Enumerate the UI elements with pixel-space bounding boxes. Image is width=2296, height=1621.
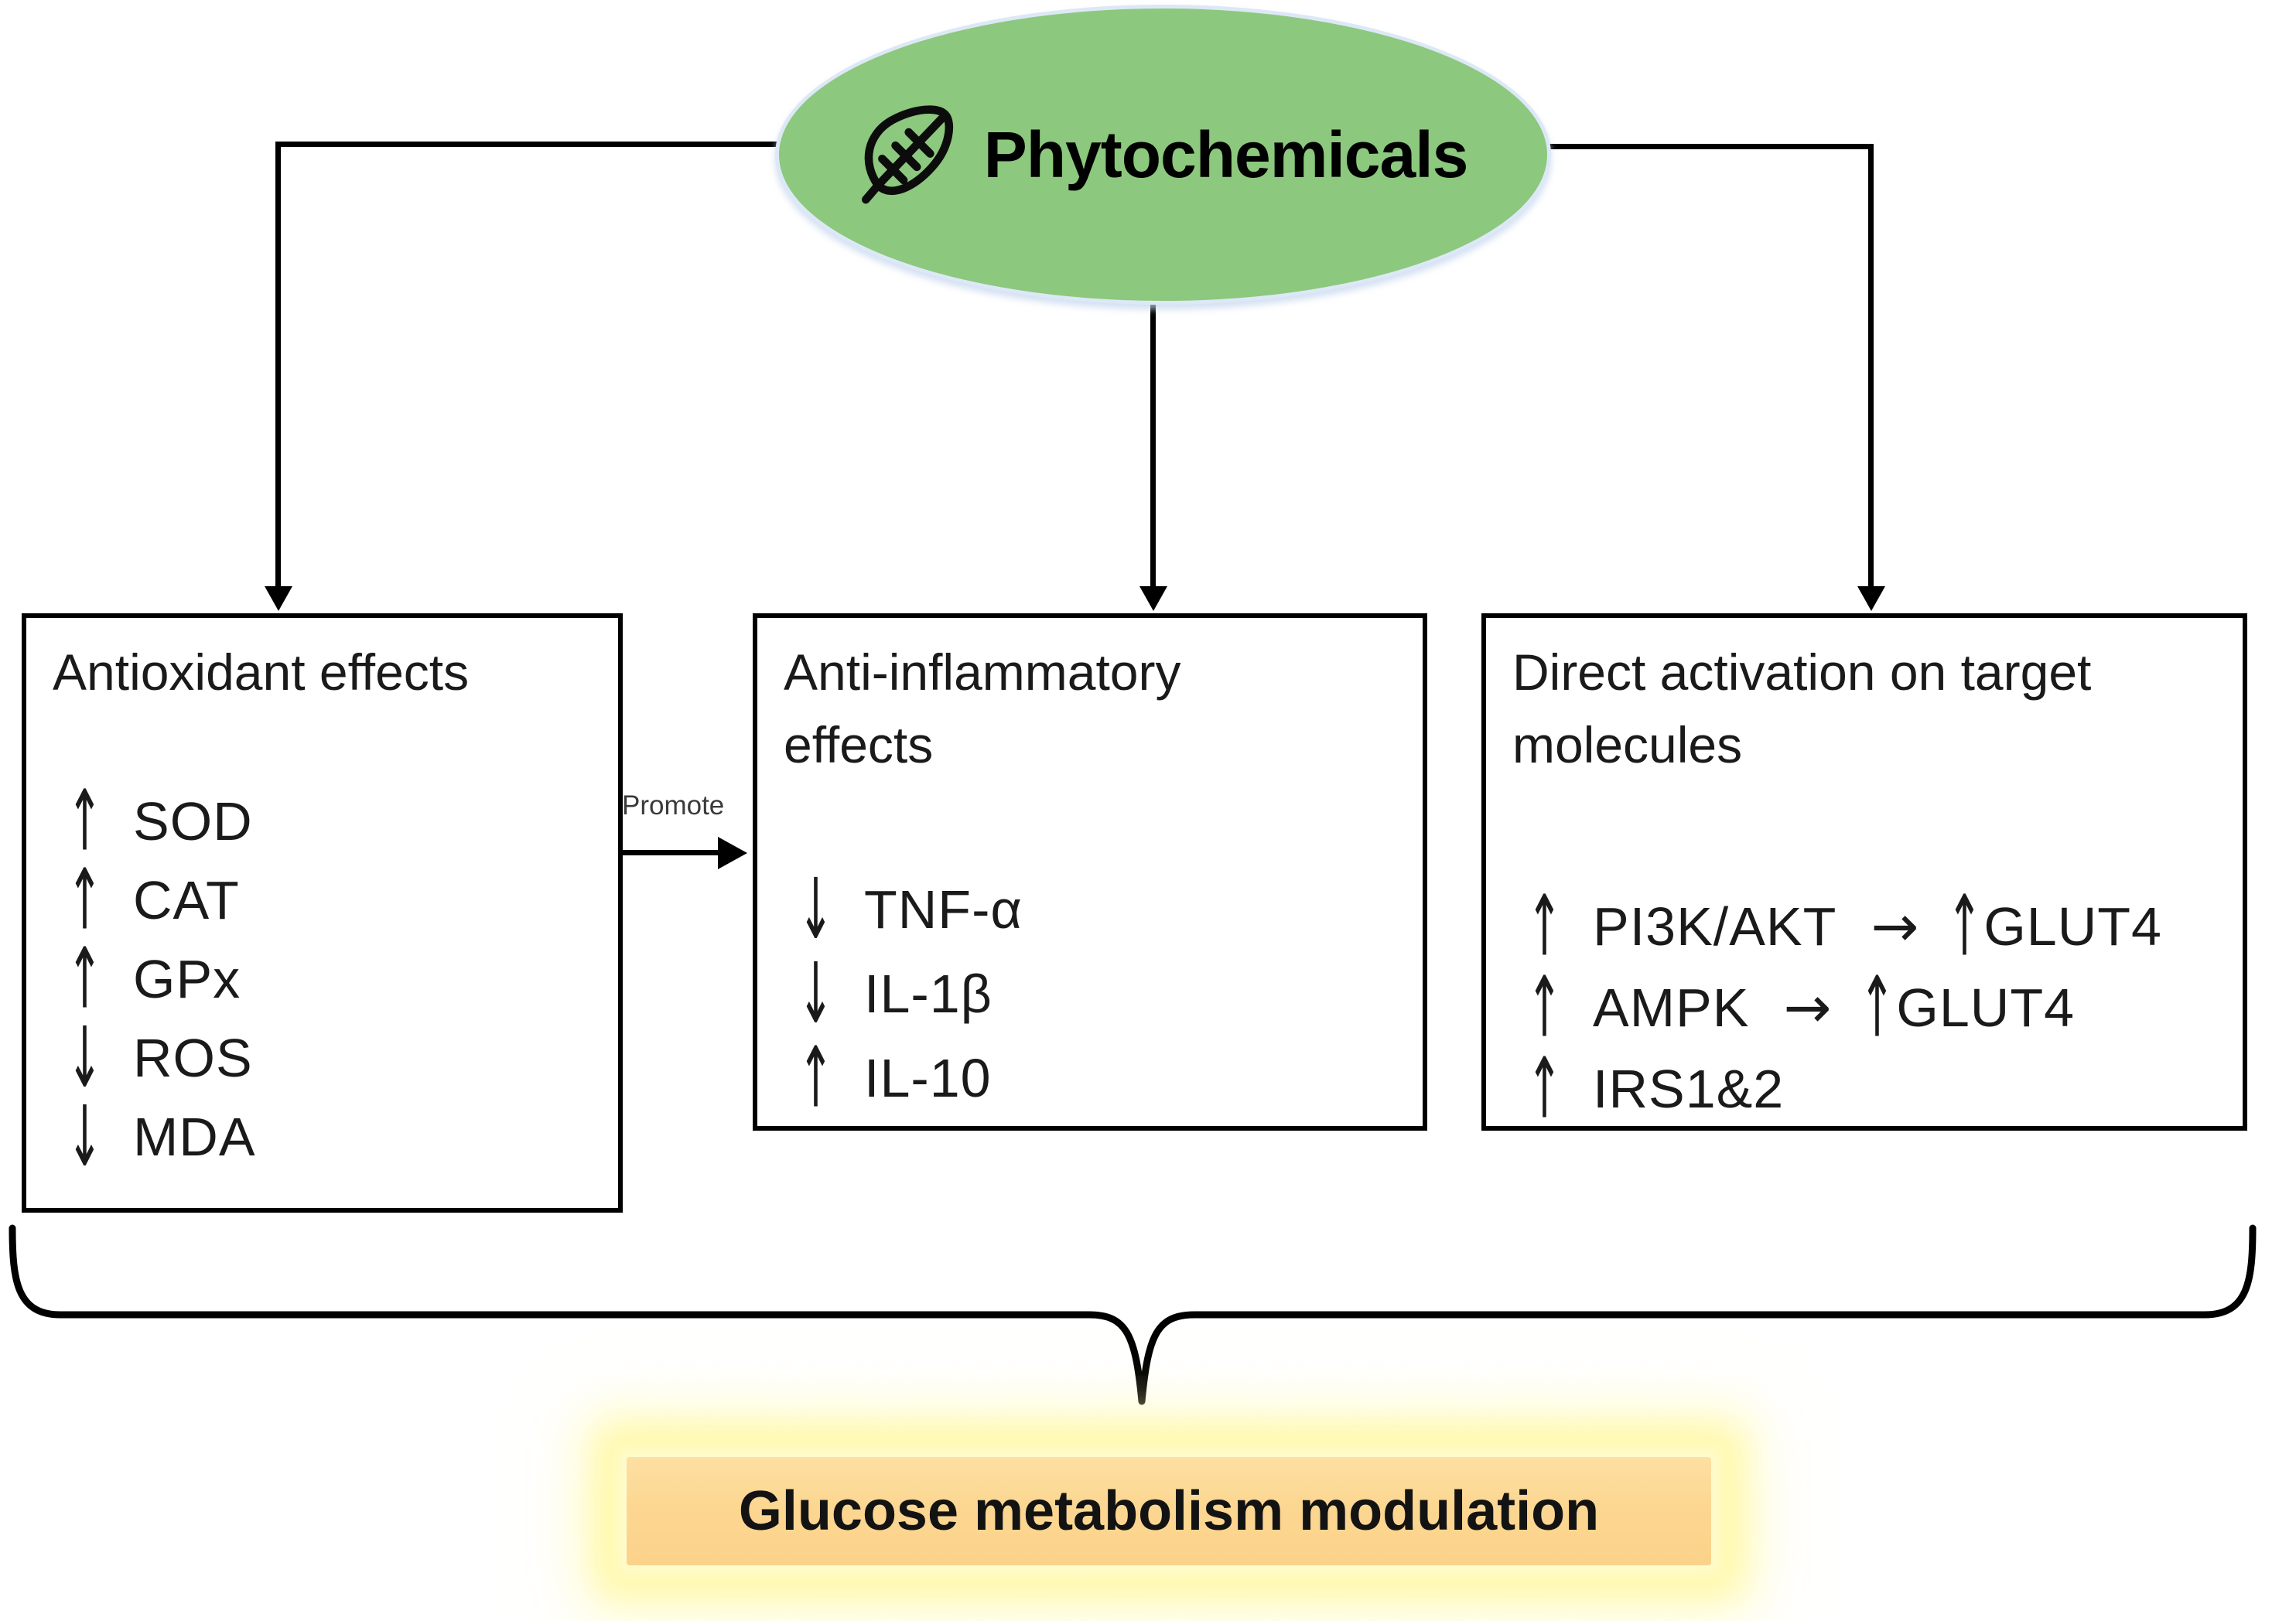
list-item: ↑ CAT (56, 851, 256, 949)
up-arrow-icon: ↑ (67, 851, 103, 949)
item-label: PI3K/AKT (1593, 896, 1837, 957)
up-arrow-icon: ↑ (798, 1028, 834, 1127)
phytochemicals-node: Phytochemicals (775, 5, 1551, 305)
anti-inflammatory-effects-box: Anti-inflammatory effects ↓ TNF-α ↓ IL-1… (753, 613, 1427, 1131)
list-item: ↑ IRS1&2 (1515, 1039, 2162, 1138)
connector-right-vertical (1868, 144, 1874, 589)
anti-inflammatory-effects-title: Anti-inflammatory effects (784, 643, 1181, 773)
right-arrow-icon: → (1783, 974, 1832, 1041)
item-label: IRS1&2 (1593, 1058, 1785, 1119)
item-label: AMPK (1593, 977, 1750, 1038)
item-result-label: GLUT4 (1896, 977, 2076, 1038)
up-arrow-icon: ↑ (1526, 957, 1563, 1056)
direct-activation-box: Direct activation on target molecules ↑ … (1481, 613, 2247, 1131)
antioxidant-effects-box: Antioxidant effects ↑ SOD ↑ CAT ↑ GPx ↓ … (22, 613, 623, 1213)
item-label: CAT (133, 870, 240, 930)
brace (9, 1224, 2257, 1405)
list-item: ↑ AMPK → ↑ GLUT4 (1515, 957, 2162, 1056)
list-item: ↓ TNF-α (787, 867, 1023, 951)
list-item: ↑ SOD (56, 772, 256, 870)
anti-inflammatory-items: ↓ TNF-α ↓ IL-1β ↑ IL-10 (787, 867, 1023, 1120)
arrowhead-right-icon (1857, 586, 1885, 611)
arrowhead-left-icon (265, 586, 292, 611)
up-arrow-icon: ↑ (1526, 1039, 1563, 1138)
promote-arrow-line (622, 850, 721, 855)
connector-left-horizontal (275, 142, 786, 147)
connector-left-vertical (275, 142, 281, 589)
down-arrow-icon: ↓ (67, 1008, 103, 1107)
connector-middle-vertical (1150, 302, 1156, 588)
glucose-metabolism-label: Glucose metabolism modulation (738, 1480, 1600, 1542)
item-label: TNF-α (864, 879, 1023, 940)
up-arrow-icon: ↑ (1859, 957, 1895, 1056)
item-label: MDA (133, 1107, 256, 1167)
list-item: ↓ ROS (56, 1008, 256, 1107)
phytochemicals-label: Phytochemicals (983, 118, 1469, 191)
up-arrow-icon: ↑ (67, 772, 103, 870)
right-arrow-icon: → (1871, 892, 1919, 960)
antioxidant-items: ↑ SOD ↑ CAT ↑ GPx ↓ ROS ↓ MDA (56, 772, 256, 1186)
list-item: ↑ GPx (56, 930, 256, 1028)
leaf-icon (861, 105, 953, 204)
direct-activation-title: Direct activation on target molecules (1512, 643, 2092, 773)
up-arrow-icon: ↑ (1526, 876, 1563, 975)
item-label: SOD (133, 791, 253, 851)
arrowhead-middle-icon (1139, 586, 1167, 611)
down-arrow-icon: ↓ (798, 944, 834, 1043)
down-arrow-icon: ↓ (798, 859, 834, 958)
item-label: ROS (133, 1028, 253, 1088)
up-arrow-icon: ↑ (67, 930, 103, 1028)
down-arrow-icon: ↓ (67, 1087, 103, 1186)
connector-right-horizontal (1541, 144, 1874, 149)
item-label: IL-10 (864, 1047, 992, 1108)
list-item: ↓ MDA (56, 1087, 256, 1186)
list-item: ↓ IL-1β (787, 951, 1023, 1036)
direct-activation-items: ↑ PI3K/AKT → ↑ GLUT4 ↑ AMPK → ↑ GLUT4 ↑ … (1515, 876, 2162, 1138)
promote-arrowhead-icon (718, 837, 747, 869)
antioxidant-effects-title: Antioxidant effects (53, 643, 470, 701)
item-result-label: GLUT4 (1983, 896, 2162, 957)
promote-label: Promote (622, 790, 725, 821)
item-label: IL-1β (864, 963, 993, 1024)
glucose-metabolism-node: Glucose metabolism modulation (627, 1457, 1711, 1565)
item-label: GPx (133, 949, 241, 1009)
list-item: ↑ IL-10 (787, 1036, 1023, 1120)
list-item: ↑ PI3K/AKT → ↑ GLUT4 (1515, 876, 2162, 975)
up-arrow-icon: ↑ (1946, 876, 1983, 975)
